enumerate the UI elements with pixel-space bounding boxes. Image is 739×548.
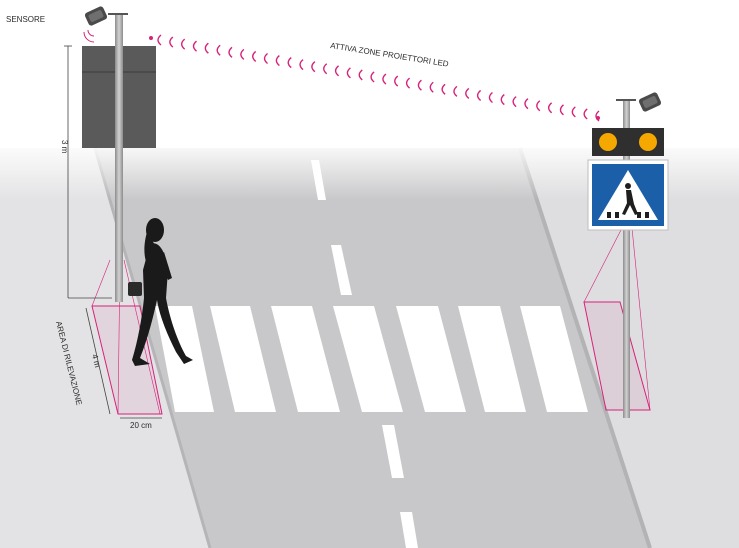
signal-wave-arc [572, 107, 575, 117]
pole-height-label: 3 m [60, 140, 69, 154]
signal-wave-arc [442, 84, 445, 94]
signal-wave-arc [241, 49, 244, 59]
signal-wave-arc [265, 53, 268, 63]
amber-warning-lamp-icon [599, 133, 617, 151]
signal-wave-arc [549, 103, 552, 113]
signal-wave-arc [383, 74, 386, 84]
signal-wave-arc [560, 105, 563, 115]
signal-wave-arc [513, 97, 516, 107]
signal-wave-arc [407, 78, 410, 88]
signal-wave-arc [371, 72, 374, 82]
signal-wave-arc [501, 95, 504, 105]
signal-wave-arc [584, 109, 587, 119]
signal-wave-arc [454, 86, 457, 96]
signal-wave-arc [537, 101, 540, 111]
signal-wave-arc [395, 76, 398, 86]
sensor-signal-icon [84, 30, 94, 42]
signal-wave-arc [418, 80, 421, 90]
signal-wave-arc [312, 62, 315, 72]
left-pole [115, 14, 123, 302]
signal-wave-arc [525, 99, 528, 109]
signal-wave-arc [288, 58, 291, 68]
signal-wave-arc [205, 43, 208, 53]
sensor-label: SENSORE [6, 15, 45, 24]
signal-wave-arc [253, 51, 256, 61]
signal-wave-arc [489, 93, 492, 103]
signal-label: ATTIVA ZONE PROIETTORI LED [330, 41, 450, 69]
sensor-icon [84, 5, 108, 26]
sensor-icon [638, 91, 662, 112]
signal-wave-arc [217, 45, 220, 55]
signal-wave-arc [478, 90, 481, 100]
signal-wave-arc [170, 37, 173, 47]
signal-wave-arc [182, 39, 185, 49]
zone-width-label: 20 cm [130, 421, 152, 430]
signal-wave-arc [158, 35, 161, 45]
signal-wave-arc [430, 82, 433, 92]
signal-wave-arc [276, 56, 279, 66]
signal-wave-arc [466, 88, 469, 98]
signal-wave-arc [194, 41, 197, 51]
signal-wave-arc [300, 60, 303, 70]
signal-wave-arc [347, 68, 350, 78]
signal-wave-arc [229, 47, 232, 57]
signal-wave-arc [336, 66, 339, 76]
signal-wave-arc [324, 64, 327, 74]
amber-warning-lamp-icon [639, 133, 657, 151]
signal-wave-arc [359, 70, 362, 80]
